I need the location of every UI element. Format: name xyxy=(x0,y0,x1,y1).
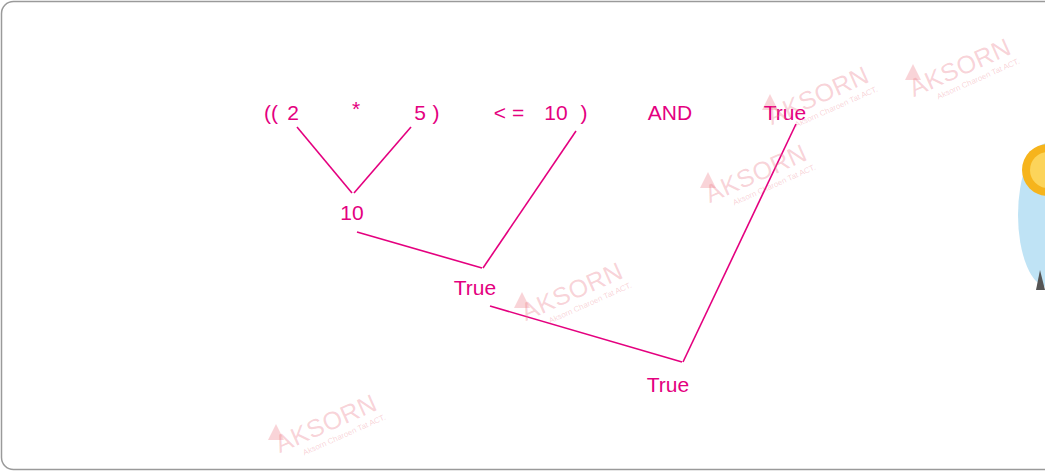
watermark: AKSORNAksorn Charoen Tat ACT. xyxy=(903,33,1021,111)
tree-line xyxy=(357,232,482,268)
operand: 5 xyxy=(414,102,426,123)
watermark: AKSORNAksorn Charoen Tat ACT. xyxy=(699,139,817,217)
result-value: True xyxy=(647,374,689,395)
parenthesis: (( xyxy=(264,102,278,123)
parenthesis: ) xyxy=(581,102,588,123)
mascot xyxy=(1018,143,1045,290)
tree-line xyxy=(483,131,576,268)
tree-line xyxy=(490,306,682,362)
operand: 2 xyxy=(287,102,299,123)
tree-lines xyxy=(297,124,796,362)
operand: 10 xyxy=(544,102,567,123)
operator: * xyxy=(352,98,360,119)
watermark-logos xyxy=(268,64,921,440)
result-value: 10 xyxy=(340,202,363,223)
watermark: AKSORNAksorn Charoen Tat ACT. xyxy=(515,257,633,335)
tree-line xyxy=(354,127,411,193)
tree-line xyxy=(297,127,352,193)
watermark: AKSORNAksorn Charoen Tat ACT. xyxy=(269,389,387,467)
parenthesis: ) xyxy=(433,102,440,123)
watermark: AKSORNAksorn Charoen Tat ACT. xyxy=(761,61,879,139)
operator: AND xyxy=(648,102,692,123)
operator: < = xyxy=(494,102,524,123)
result-value: True xyxy=(454,277,496,298)
